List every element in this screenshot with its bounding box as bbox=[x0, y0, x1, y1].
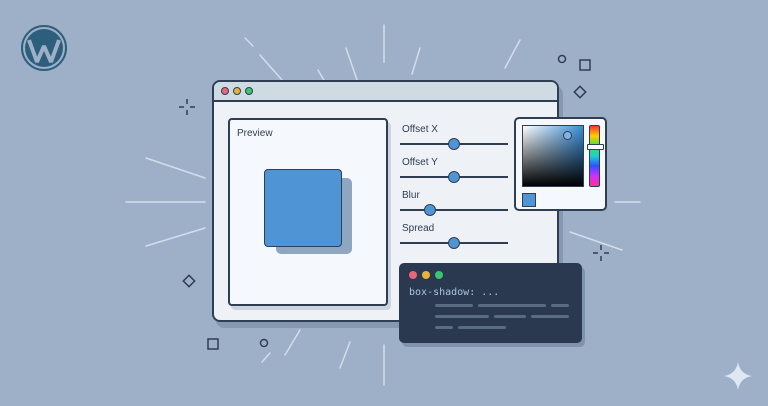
preview-label: Preview bbox=[237, 128, 273, 139]
slider-label: Offset Y bbox=[402, 157, 438, 168]
browser-window: Preview Offset X Offset Y Blur Spread bbox=[212, 80, 559, 322]
preview-box bbox=[264, 169, 342, 247]
slider-blur[interactable]: Blur bbox=[400, 190, 510, 223]
code-line-placeholder bbox=[551, 304, 569, 307]
maximize-window-button[interactable] bbox=[245, 87, 253, 95]
close-window-button[interactable] bbox=[221, 87, 229, 95]
color-picker bbox=[514, 117, 607, 211]
preview-panel: Preview bbox=[228, 118, 388, 306]
close-window-button[interactable] bbox=[409, 271, 417, 279]
minimize-window-button[interactable] bbox=[233, 87, 241, 95]
circle-outline-icon bbox=[259, 338, 269, 348]
color-handle[interactable] bbox=[563, 131, 572, 140]
slider-thumb[interactable] bbox=[448, 171, 460, 183]
maximize-window-button[interactable] bbox=[435, 271, 443, 279]
circle-outline-icon bbox=[557, 54, 567, 64]
slider-offset-x[interactable]: Offset X bbox=[400, 124, 510, 157]
slider-track[interactable] bbox=[400, 209, 508, 211]
code-line-placeholder bbox=[494, 315, 526, 318]
code-panel: box-shadow: ... bbox=[399, 263, 582, 343]
code-line-placeholder bbox=[531, 315, 569, 318]
slider-label: Offset X bbox=[402, 124, 438, 135]
sparkle-cross-icon bbox=[593, 245, 609, 261]
slider-thumb[interactable] bbox=[424, 204, 436, 216]
diamond-outline-icon bbox=[573, 85, 587, 99]
code-line-placeholder bbox=[435, 304, 473, 307]
diamond-outline-icon bbox=[182, 274, 196, 288]
slider-thumb[interactable] bbox=[448, 138, 460, 150]
sparkle-star-icon bbox=[724, 362, 752, 390]
sparkle-cross-icon bbox=[179, 99, 195, 115]
slider-label: Blur bbox=[402, 190, 420, 201]
slider-thumb[interactable] bbox=[448, 237, 460, 249]
code-line-placeholder bbox=[478, 304, 546, 307]
selected-color-swatch[interactable] bbox=[522, 193, 536, 207]
window-titlebar bbox=[214, 82, 557, 102]
code-text: box-shadow: ... bbox=[409, 287, 500, 298]
shadow-controls: Offset X Offset Y Blur Spread bbox=[400, 124, 510, 256]
square-outline-icon bbox=[207, 338, 219, 350]
wordpress-logo-icon bbox=[21, 25, 67, 71]
minimize-window-button[interactable] bbox=[422, 271, 430, 279]
code-line-placeholder bbox=[458, 326, 506, 329]
square-outline-icon bbox=[579, 59, 591, 71]
hue-slider[interactable] bbox=[589, 125, 600, 187]
saturation-value-area[interactable] bbox=[522, 125, 584, 187]
hue-handle[interactable] bbox=[587, 144, 604, 150]
slider-label: Spread bbox=[402, 223, 435, 234]
code-line-placeholder bbox=[435, 326, 453, 329]
slider-spread[interactable]: Spread bbox=[400, 223, 510, 256]
code-line-placeholder bbox=[435, 315, 489, 318]
slider-offset-y[interactable]: Offset Y bbox=[400, 157, 510, 190]
